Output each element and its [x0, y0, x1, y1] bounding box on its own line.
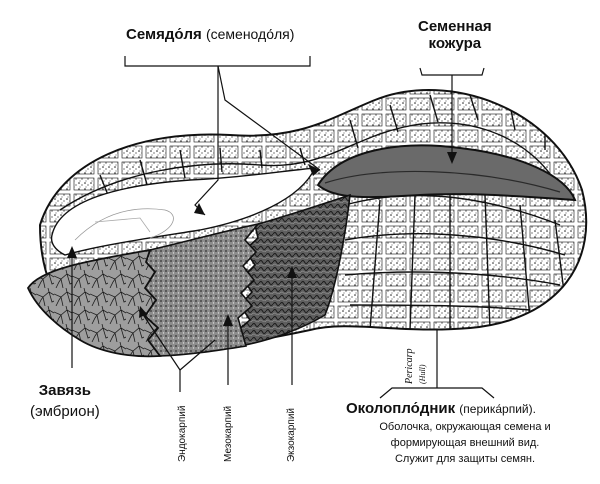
ovary-label: Завязь (эмбрион) [30, 382, 100, 421]
pericarp-heading: Околопло́дник (перика́рпий). [346, 400, 536, 417]
endocarp-label: Эндокарпий [177, 405, 188, 462]
pericarp-desc-line2: формирующая внешний вид. [390, 436, 540, 449]
seed-coat-label: Семенная кожура [418, 18, 492, 53]
embryo-subtitle: (эмбрион) [30, 403, 100, 421]
pericarp-alt: (перика́рпий). [459, 402, 536, 416]
pericarp-latin-label: Pericarp [404, 348, 415, 384]
cotyledon-title: Семядо́ля [126, 26, 202, 43]
endocarp-ovary-layer [26, 248, 162, 358]
pericarp-title: Околопло́дник [346, 400, 456, 417]
arrowheads [67, 152, 457, 326]
exocarp-label: Экзокарпий [286, 407, 297, 462]
cotyledon-label: Семядо́ля (семенодо́ля) [126, 26, 294, 43]
cotyledon-region [50, 167, 317, 256]
pericarp-desc-line1: Оболочка, окружающая семена и [379, 421, 551, 433]
seed-coat-line2: кожура [428, 35, 482, 53]
seed-coat-line1: Семенная [418, 18, 492, 35]
pericarp-description: Оболочка, окружающая семена и формирующа… [340, 420, 590, 468]
pericarp-desc-line3: Служит для защиты семян. [394, 452, 536, 465]
cotyledon-alt: (семенодо́ля) [205, 26, 295, 42]
mesocarp-label: Мезокарпий [223, 405, 234, 462]
hull-latin-label: (Hull) [418, 364, 427, 384]
ovary-title: Завязь [38, 382, 91, 399]
